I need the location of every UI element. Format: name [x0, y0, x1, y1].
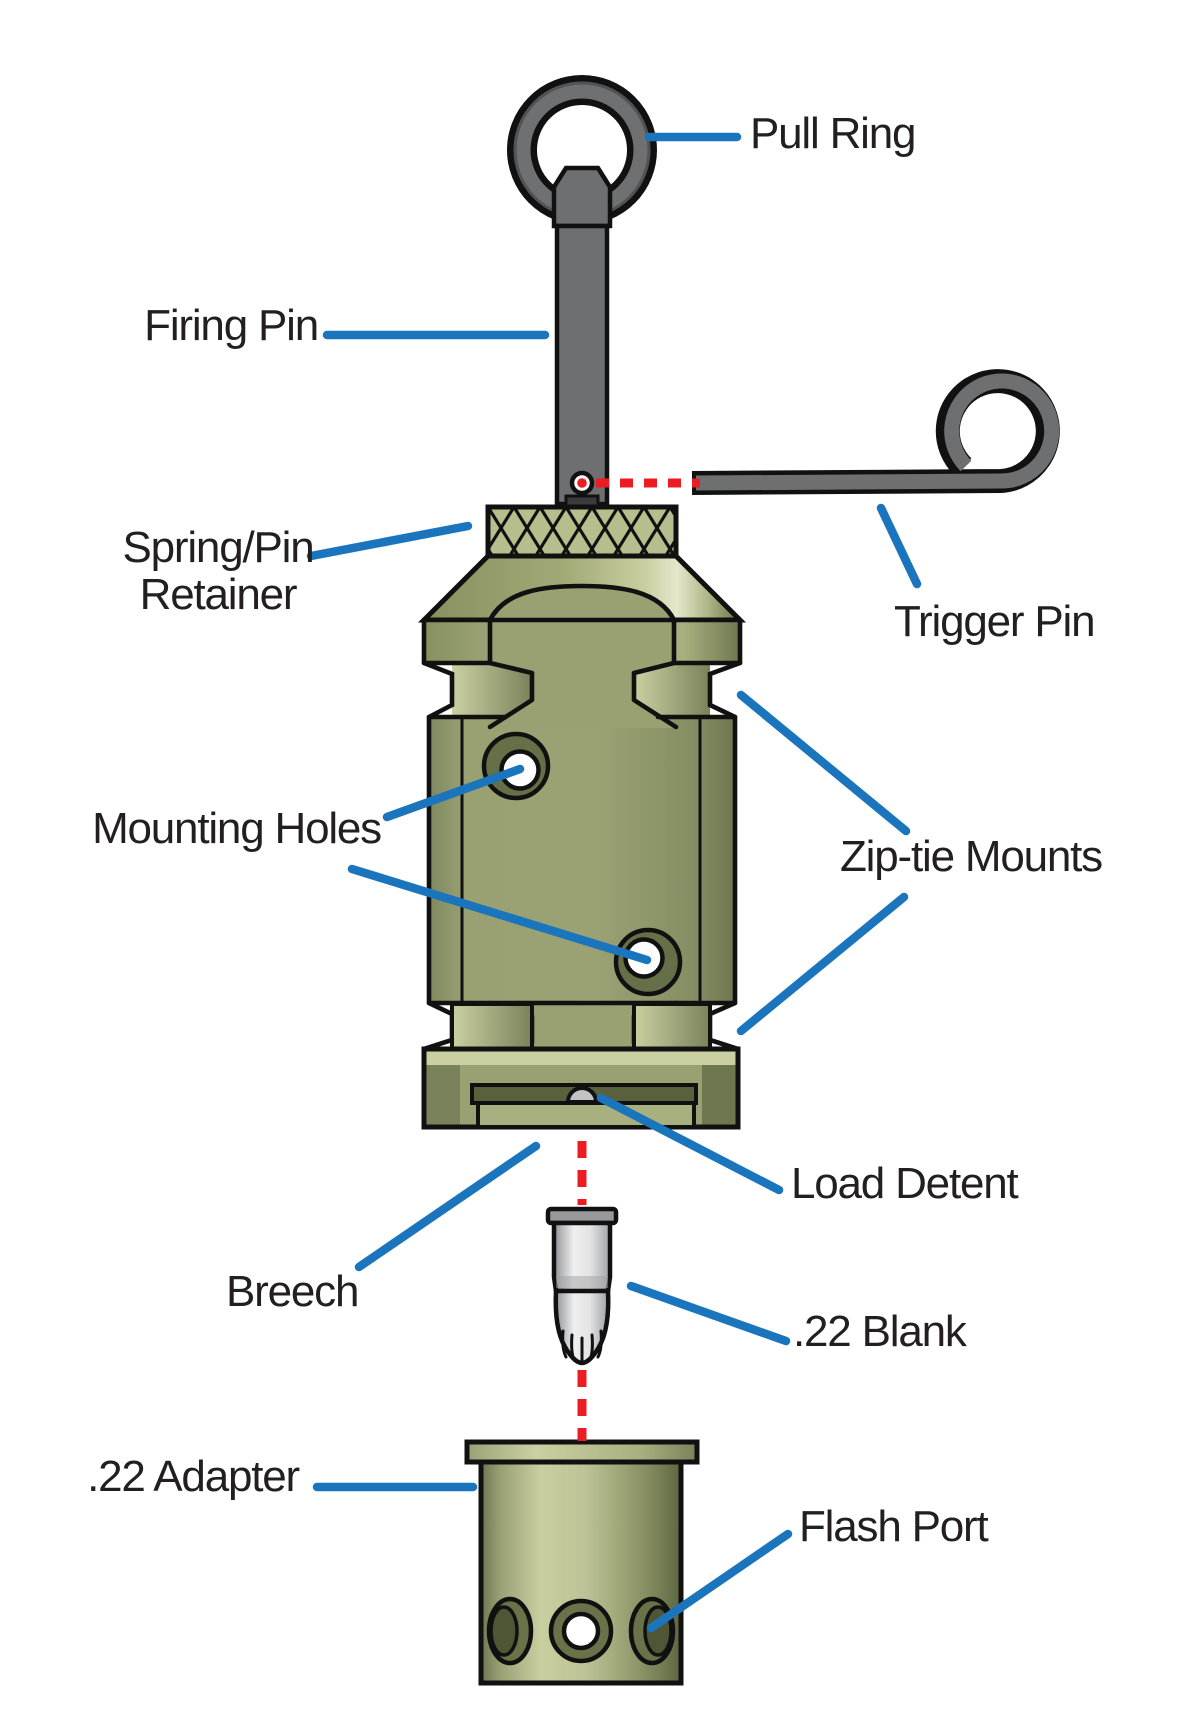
trigger-pin-graphic	[691, 369, 1060, 495]
leader-ziptie-lower	[736, 892, 909, 1036]
leader-breech	[354, 1141, 541, 1272]
alignment-dashes	[577, 478, 700, 1441]
leader-mounting-lower	[347, 864, 652, 965]
label-22-adapter: .22 Adapter	[87, 1452, 300, 1501]
label-mounting-holes: Mounting Holes	[92, 804, 382, 853]
label-spring-pin-retainer-line1: Spring/Pin	[122, 523, 314, 572]
label-load-detent: Load Detent	[791, 1159, 1019, 1208]
adapter-graphic	[464, 1439, 700, 1686]
label-trigger-pin: Trigger Pin	[894, 597, 1096, 646]
breech-opening	[476, 1101, 696, 1129]
flash-port-center	[548, 1598, 614, 1664]
blank-cartridge-graphic	[545, 1206, 619, 1366]
leader-load-detent	[596, 1093, 784, 1195]
leader-flash-port	[646, 1529, 793, 1633]
leader-blank	[626, 1281, 791, 1346]
label-breech: Breech	[226, 1267, 359, 1316]
label-spring-pin-retainer: Spring/Pin Retainer	[108, 524, 328, 618]
flash-port-left	[486, 1596, 534, 1666]
leader-ziptie-upper	[736, 690, 911, 836]
label-spring-pin-retainer-line2: Retainer	[139, 570, 298, 619]
label-pull-ring: Pull Ring	[750, 109, 916, 158]
alarm-body-graphic	[417, 553, 747, 1130]
label-zip-tie-mounts: Zip-tie Mounts	[840, 832, 1103, 881]
spring-pin-retainer-graphic	[485, 504, 679, 559]
label-firing-pin: Firing Pin	[144, 301, 319, 350]
label-flash-port: Flash Port	[799, 1502, 989, 1551]
firing-pin-graphic	[551, 165, 613, 511]
leader-spring-retainer	[306, 521, 473, 561]
label-22-blank: .22 Blank	[793, 1307, 967, 1356]
leader-mounting-upper	[382, 764, 525, 822]
load-detent-graphic	[565, 1086, 599, 1104]
leader-trigger-pin	[876, 503, 922, 589]
